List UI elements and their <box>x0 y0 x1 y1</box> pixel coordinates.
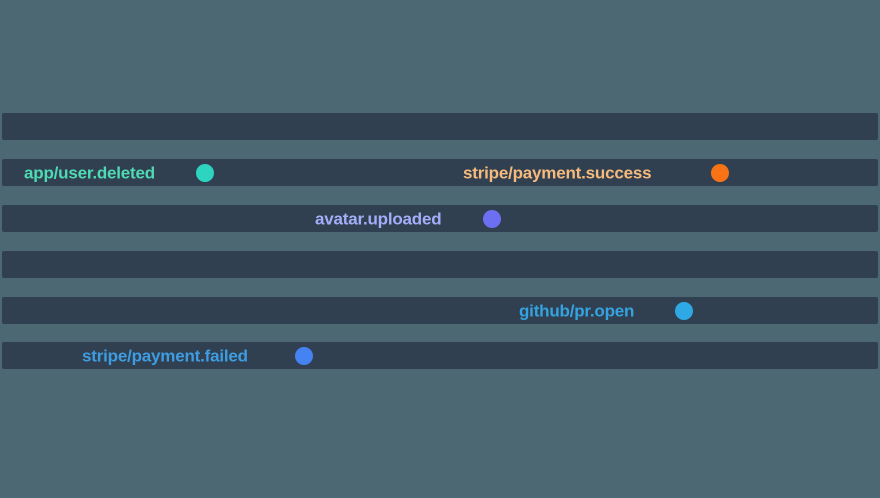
event-dot <box>295 346 313 365</box>
event-label: stripe/payment.success <box>463 163 652 182</box>
event-track-6: stripe/payment.failed <box>2 342 878 369</box>
event-track-3: avatar.uploaded <box>2 205 878 232</box>
event-track-5: github/pr.open <box>2 297 878 324</box>
event-track-2: app/user.deleted stripe/payment.success <box>2 159 878 186</box>
event-label: github/pr.open <box>519 301 635 320</box>
event-track-1 <box>2 113 878 140</box>
event-dot <box>483 209 501 228</box>
event-label: stripe/payment.failed <box>82 346 248 365</box>
event-dot <box>196 163 214 182</box>
event-label: app/user.deleted <box>24 163 155 182</box>
event-track-4 <box>2 251 878 278</box>
event-dot <box>675 301 693 320</box>
event-dot <box>711 163 729 182</box>
event-label: avatar.uploaded <box>315 209 442 228</box>
